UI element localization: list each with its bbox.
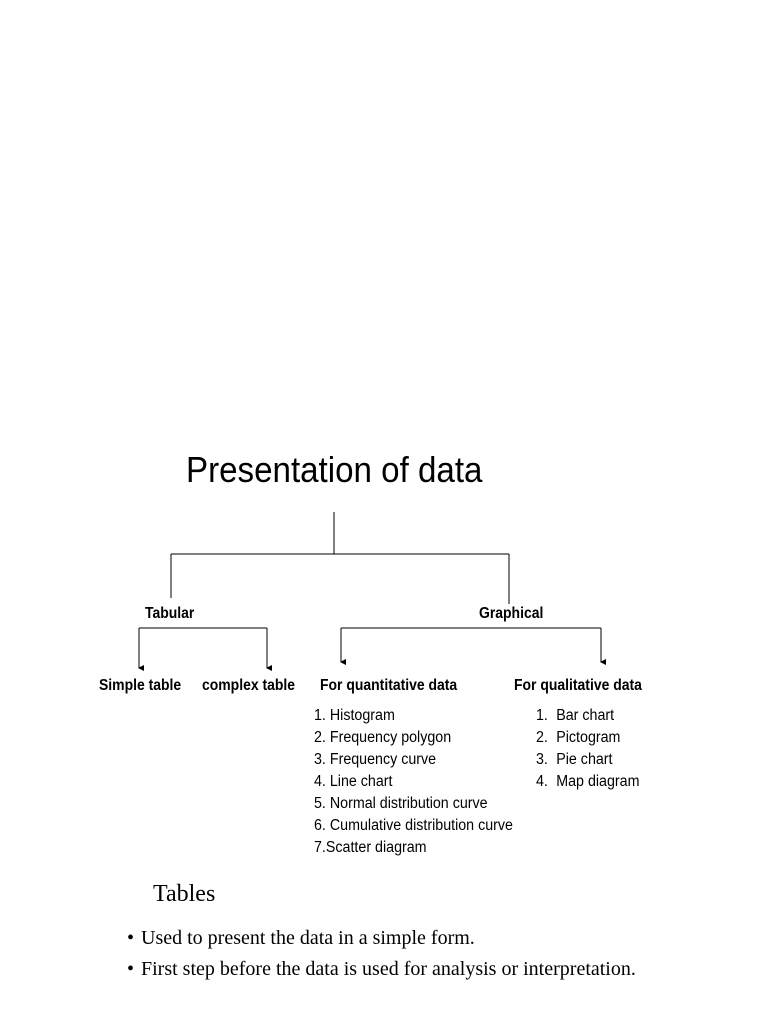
list-item: 3.Pie chart <box>536 751 613 768</box>
list-item: 5. Normal distribution curve <box>314 795 488 812</box>
node-complex-table: complex table <box>202 677 296 694</box>
node-tabular: Tabular <box>145 605 195 622</box>
list-item: 1. Histogram <box>314 707 395 724</box>
list-item: 1.Bar chart <box>536 707 615 724</box>
list-item: 4.Map diagram <box>536 773 640 790</box>
node-graphical: Graphical <box>479 605 544 622</box>
qualitative-list: 1.Bar chart 2.Pictogram 3.Pie chart 4.Ma… <box>536 705 639 793</box>
tables-heading: Tables <box>153 881 216 907</box>
list-item: •Used to present the data in a simple fo… <box>127 927 475 949</box>
list-item: 2. Frequency polygon <box>314 729 452 746</box>
list-item: 2.Pictogram <box>536 729 621 746</box>
list-item: 4. Line chart <box>314 773 393 790</box>
list-item: 3. Frequency curve <box>314 751 437 768</box>
list-item: 6. Cumulative distribution curve <box>314 817 513 834</box>
diagram-title: Presentation of data <box>186 449 483 490</box>
list-item: 7.Scatter diagram <box>314 839 427 856</box>
quantitative-list: 1. Histogram 2. Frequency polygon 3. Fre… <box>314 705 513 859</box>
tables-bullet-list: •Used to present the data in a simple fo… <box>127 926 687 988</box>
node-simple-table: Simple table <box>99 677 182 694</box>
list-item: •First step before the data is used for … <box>127 958 636 980</box>
bullet-icon: • <box>127 927 135 949</box>
node-quantitative: For quantitative data <box>320 677 458 694</box>
node-qualitative: For qualitative data <box>514 677 642 694</box>
bullet-icon: • <box>127 958 135 980</box>
